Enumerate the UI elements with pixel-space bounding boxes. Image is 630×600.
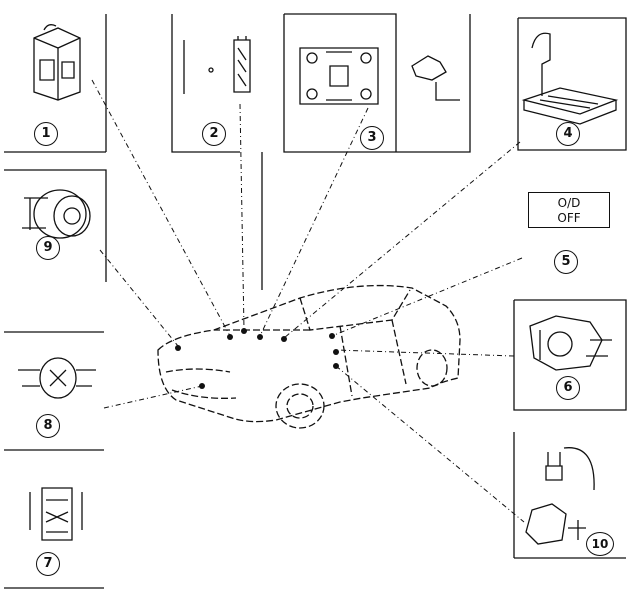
part-4-illustration [521, 32, 619, 125]
part-1-illustration [33, 24, 81, 101]
part-10-illustration [525, 447, 595, 545]
part-7-illustration [29, 487, 83, 541]
callout-8: 8 [36, 414, 60, 438]
callout-2: 2 [202, 122, 226, 146]
part-8-illustration [18, 357, 96, 399]
callout-7: 7 [36, 552, 60, 576]
panel-frames [4, 13, 627, 589]
od-indicator-line2: OFF [557, 211, 581, 225]
callout-3: 3 [360, 126, 384, 150]
callout-6: 6 [556, 376, 580, 400]
part-9-illustration [22, 189, 91, 239]
part-2-illustration [183, 36, 251, 94]
callout-1: 1 [34, 122, 58, 146]
leader-lines [91, 79, 525, 523]
part-6-illustration [529, 315, 612, 371]
callout-10: 10 [586, 532, 614, 556]
callout-9: 9 [36, 236, 60, 260]
location-dots [175, 328, 339, 389]
od-indicator-line1: O/D [557, 196, 581, 210]
car-illustration [157, 284, 461, 429]
callout-5: 5 [554, 250, 578, 274]
callout-4: 4 [556, 122, 580, 146]
od-off-indicator: O/D OFF [528, 192, 610, 228]
part-3-illustration [299, 47, 460, 105]
